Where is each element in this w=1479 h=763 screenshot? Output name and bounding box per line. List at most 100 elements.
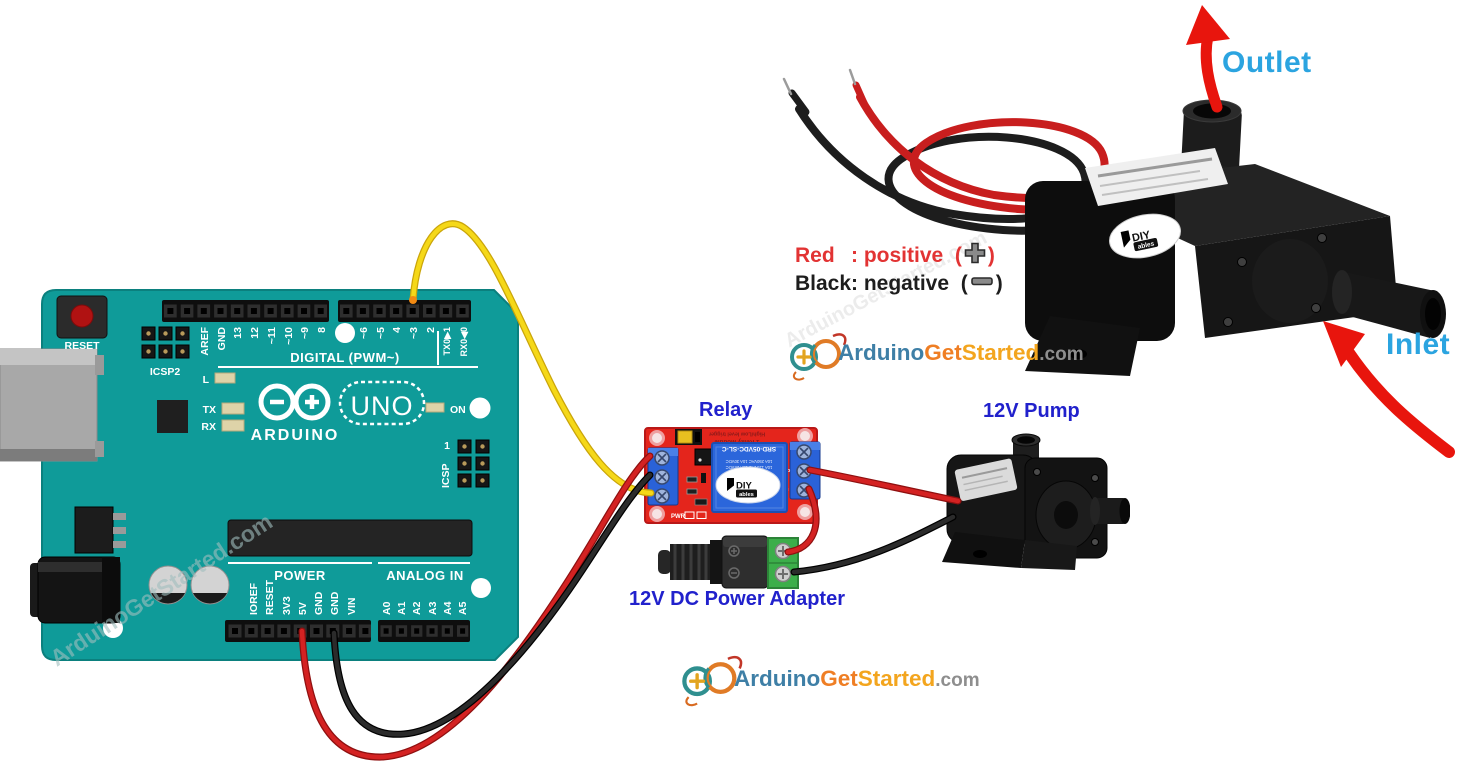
coil-wire-black bbox=[795, 105, 1090, 235]
pump-side-nozzle bbox=[1090, 497, 1130, 525]
relay-model-label: SRD-05VDC-SL-C bbox=[722, 445, 776, 452]
pin-label-5: ~5 bbox=[375, 327, 387, 339]
pump-small bbox=[942, 433, 1130, 570]
relay-title-line2: High/Low level trigger bbox=[708, 431, 765, 437]
logo-dotcom: .com bbox=[1039, 344, 1084, 365]
relay-module: 1 Relay Module High/Low level trigger bbox=[644, 427, 821, 524]
legend-red-value: positive bbox=[863, 244, 944, 267]
status-leds: L TX RX bbox=[157, 372, 245, 433]
pin-label-vin: VIN bbox=[346, 597, 358, 615]
pin-label-tx1: TX0▶1 bbox=[442, 327, 452, 355]
site-logo-icon bbox=[790, 333, 847, 381]
pin-label-a0: A0 bbox=[381, 601, 393, 615]
site-logo: ArduinoGetStarted.com bbox=[786, 326, 1084, 384]
relay-title-line1: 1 Relay Module bbox=[714, 438, 760, 445]
icsp2-header: ICSP2 bbox=[141, 326, 190, 378]
barrel-collar bbox=[710, 540, 722, 584]
pin-label-11: ~11 bbox=[266, 327, 278, 344]
diy-label: DIY bbox=[736, 481, 753, 492]
wire-tip-black bbox=[782, 77, 793, 96]
pin-label-9: ~9 bbox=[299, 327, 311, 339]
diyables-badge: DIY ables bbox=[715, 466, 781, 504]
pin-label-reset: RESET bbox=[264, 579, 276, 615]
inlet-label: Inlet bbox=[1386, 328, 1451, 361]
icsp-pin1-label: 1 bbox=[444, 440, 450, 452]
digital-pin-labels: AREF GND 13 12 ~11 ~10 ~9 8 7 ~6 ~5 4 ~3… bbox=[199, 326, 469, 356]
pump-photo-side-nozzle bbox=[1332, 270, 1446, 338]
relay-label: Relay bbox=[699, 399, 753, 421]
pin-label-5v: 5V bbox=[297, 602, 309, 615]
jumper bbox=[675, 429, 702, 445]
uno-label: UNO bbox=[351, 391, 414, 421]
legend-black-sep: : bbox=[851, 272, 858, 295]
coil-wire-red bbox=[856, 93, 1109, 214]
site-logo-icon bbox=[682, 655, 743, 707]
led-l-label: L bbox=[203, 374, 210, 386]
power-caption: POWER bbox=[274, 568, 326, 583]
legend-black-name: Black bbox=[795, 272, 852, 295]
analog-header bbox=[378, 620, 470, 642]
logo-arduino: Arduino bbox=[838, 340, 925, 365]
logo-started: Started bbox=[961, 340, 1040, 365]
icsp2-label: ICSP2 bbox=[150, 366, 181, 378]
pin-label-13: 13 bbox=[232, 327, 244, 339]
arduino-label: ARDUINO bbox=[251, 427, 340, 444]
capacitors bbox=[148, 565, 230, 605]
pwr-label: PWR bbox=[671, 514, 686, 520]
wire-tip-red bbox=[848, 68, 857, 86]
relay-input-terminal bbox=[647, 447, 679, 506]
wire-color-legend: Red : positive ( ) Black : negative ( ) bbox=[795, 242, 1003, 298]
wire-adapter-pump-black bbox=[791, 514, 956, 575]
positive-plus-icon bbox=[964, 242, 986, 270]
pin-label-7: 7 bbox=[341, 327, 353, 333]
relay-cube: SRD-05VDC-SL-C 10A 250VAC 10A 30VDC 10A … bbox=[711, 442, 788, 513]
pump-bracket bbox=[942, 532, 1077, 570]
plus-terminal-icon bbox=[728, 545, 740, 557]
pump-motor-body bbox=[946, 454, 1038, 544]
analog-caption: ANALOG IN bbox=[386, 568, 463, 583]
logo-get: Get bbox=[820, 666, 858, 691]
legend-paren-open-2: ( bbox=[960, 272, 968, 295]
pump-photo-bracket bbox=[1025, 316, 1140, 376]
led-rx-label: RX bbox=[201, 421, 216, 433]
power-pin-labels: IOREF RESET 3V3 5V GND GND VIN A0 A1 A2 … bbox=[248, 579, 469, 615]
pin-label-a5: A5 bbox=[457, 601, 469, 615]
logo-started: Started bbox=[857, 666, 936, 691]
power-jack bbox=[30, 556, 121, 624]
pin-label-aref: AREF bbox=[199, 326, 211, 355]
barrel-ribbed-body bbox=[670, 544, 710, 580]
reset-label: RESET bbox=[64, 340, 100, 352]
relay-title: 1 Relay Module High/Low level trigger bbox=[708, 431, 765, 446]
diyables-mark-icon bbox=[1120, 230, 1131, 248]
pin-label-8: 8 bbox=[316, 327, 328, 333]
diyables-mark-icon bbox=[727, 478, 734, 491]
inlet-arrow-icon bbox=[1323, 321, 1455, 458]
digital-header-left bbox=[162, 300, 329, 322]
adapter-body bbox=[721, 535, 769, 589]
led-tx-label: TX bbox=[203, 404, 216, 416]
negative-minus-icon bbox=[970, 270, 994, 298]
outlet-arrow-icon bbox=[1186, 5, 1230, 113]
arduino-uno-board: RESET ICSP2 AREF GND 13 12 ~11 ~1 bbox=[0, 289, 519, 661]
mcu-chip bbox=[227, 519, 473, 557]
usb-port bbox=[0, 348, 104, 462]
pin-label-gnd2: GND bbox=[329, 591, 341, 615]
pin-label-12: 12 bbox=[249, 327, 261, 339]
pwr-indicator: PWR bbox=[671, 511, 707, 520]
legend-black-value: negative bbox=[863, 272, 950, 295]
digital-header-right bbox=[338, 300, 471, 322]
wire-relay-pump-red bbox=[807, 467, 961, 504]
pin-label-10: ~10 bbox=[283, 327, 295, 345]
legend-red-name: Red bbox=[795, 244, 835, 267]
pin-label-a3: A3 bbox=[427, 601, 439, 615]
pin-label-ioref: IOREF bbox=[248, 582, 260, 615]
wire-5v-red bbox=[299, 453, 653, 760]
pin-label-gnd1: GND bbox=[313, 591, 325, 615]
logo-get: Get bbox=[924, 340, 962, 365]
arduino-logo: UNO ARDUINO ON bbox=[251, 380, 466, 444]
legend-red-sep: : bbox=[851, 244, 858, 267]
legend-black-row: Black : negative ( ) bbox=[795, 270, 1003, 298]
